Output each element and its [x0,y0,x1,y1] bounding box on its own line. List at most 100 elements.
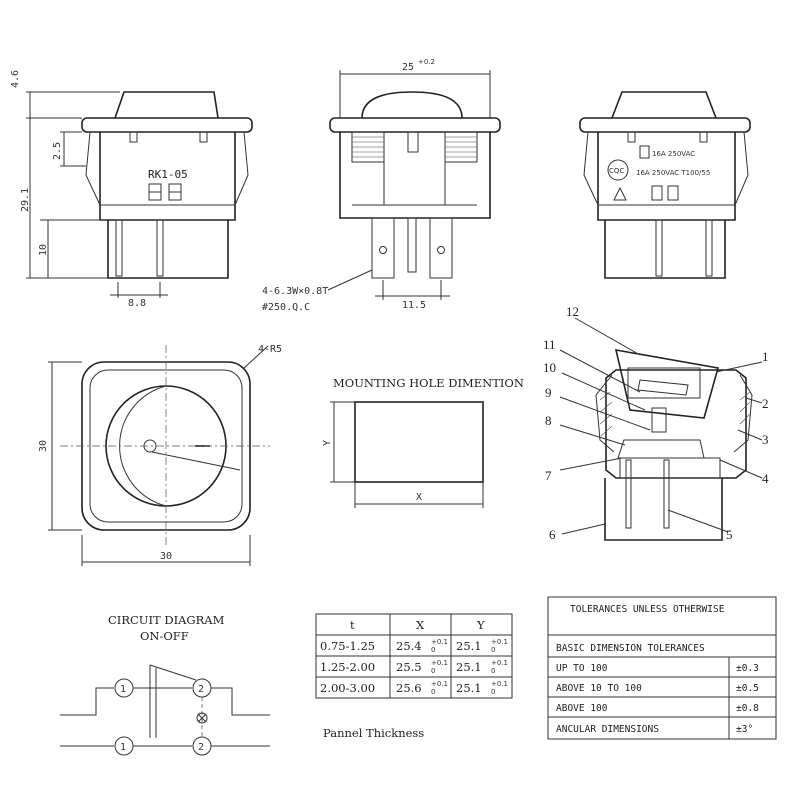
svg-text:0: 0 [491,667,495,675]
panel-row-3-t: 2.00-3.00 [320,681,375,695]
tol-row-4-value: ±3° [736,724,753,735]
end-terminal-left [371,217,395,279]
tol-row-1-label: UP TO 100 [556,663,608,674]
mount-y-label: Y [322,440,333,446]
tolerance-table: TOLERANCES UNLESS OTHERWISE BASIC DIMENS… [547,596,777,740]
svg-text:+0.1: +0.1 [431,680,448,688]
tol-row-2-value: ±0.5 [736,683,759,694]
side-rocker [114,91,219,119]
cqc-mark-icon [607,159,629,181]
circuit-title: CIRCUIT DIAGRAM [108,613,225,627]
callout-5: 5 [726,527,733,542]
dim-corner-radius: 4-R5 [258,344,282,355]
front-view: 4-R5 30 30 [38,344,282,566]
tol-row-1-value: ±0.3 [736,663,759,674]
side-base [107,220,229,279]
callout-6: 6 [549,527,556,542]
side-bezel [81,117,253,133]
mounting-rect [354,401,484,483]
section-view: 12 11 10 9 8 7 6 1 2 3 4 5 [543,304,769,542]
svg-text:1: 1 [120,742,126,753]
mounting-hole: MOUNTING HOLE DIMENTION Y X [322,376,524,508]
callout-1: 1 [762,349,769,364]
mount-x-label: X [416,492,422,503]
panel-row-3-x: 25.6 [396,681,422,695]
callout-4: 4 [762,471,769,486]
panel-row-1-t: 0.75-1.25 [320,639,375,653]
panel-header-t: t [350,618,355,632]
svg-text:CQC: CQC [609,167,624,175]
panel-row-3-y: 25.1 [456,681,482,695]
side-housing [99,132,236,221]
dim-front-height: 30 [38,440,49,452]
dim-top-height: 4.6 [10,70,21,88]
cert-rocker [611,91,717,119]
end-terminal-right [429,217,453,279]
dim-upper-height: 2.5 [52,142,63,160]
section-rocker [614,349,720,419]
svg-text:+0.2: +0.2 [418,58,435,66]
tolerance-title: TOLERANCES UNLESS OTHERWISE [570,604,725,615]
panel-table: t X Y 0.75-1.25 25.4 25.1 1.25-2.00 25.5… [315,613,513,740]
dim-pin-spacing: 8.8 [128,298,146,309]
tolerance-subtitle: BASIC DIMENSION TOLERANCES [556,643,705,654]
svg-text:0: 0 [431,667,435,675]
terminal-spec-2: #250.Q.C [262,302,310,313]
dim-pin-height: 10 [38,244,49,256]
callout-12: 12 [566,304,579,319]
callout-10: 10 [543,360,556,375]
tol-row-4-label: ANCULAR DIMENSIONS [556,724,659,735]
rating-1: 16A 250VAC [652,150,695,158]
end-rocker [361,91,463,119]
tol-row-2-label: ABOVE 10 TO 100 [556,683,642,694]
callout-11: 11 [543,337,556,352]
svg-text:0: 0 [431,646,435,654]
svg-text:+0.1: +0.1 [431,638,448,646]
tol-row-3-label: ABOVE 100 [556,703,608,714]
panel-header-y: Y [476,618,485,632]
panel-row-2-y: 25.1 [456,660,482,674]
lamp-icon [196,712,208,724]
terminal-spec-1: 4-6.3W×0.8T [262,286,328,297]
dim-total-height: 29.1 [20,188,31,212]
svg-text:0: 0 [431,688,435,696]
dim-front-width: 30 [160,551,172,562]
svg-text:+0.1: +0.1 [491,680,508,688]
svg-text:+0.1: +0.1 [491,659,508,667]
panel-header-x: X [416,618,425,632]
panel-row-2-x: 25.5 [396,660,422,674]
panel-row-1-y: 25.1 [456,639,482,653]
rating-2: 16A 250VAC T100/55 [636,169,710,177]
dim-width-top: 25 [402,62,414,73]
callout-7: 7 [545,468,552,483]
callout-2: 2 [762,396,769,411]
svg-text:+0.1: +0.1 [491,638,508,646]
end-view: 25 +0.2 11.5 4-6.3W×0.8T #250.Q.C [262,58,501,313]
svg-text:0: 0 [491,688,495,696]
circuit-diagram: CIRCUIT DIAGRAM ON-OFF 1 2 1 2 [60,613,270,756]
model-label: RK1-05 [148,168,188,181]
panel-row-1-x: 25.4 [396,639,422,653]
svg-text:0: 0 [491,646,495,654]
callout-8: 8 [545,413,552,428]
tol-row-3-value: ±0.8 [736,703,759,714]
triangle-mark-icon [613,186,627,201]
callout-3: 3 [762,432,769,447]
panel-row-2-t: 1.25-2.00 [320,660,375,674]
side-view: RK1-05 4.6 2.5 29.1 10 8.8 [10,70,253,309]
side-view-cert: CQC 16A 250VAC 16A 250VAC T100/55 [579,91,751,279]
mounting-title: MOUNTING HOLE DIMENTION [333,376,524,390]
svg-text:2: 2 [198,684,204,695]
panel-thickness-caption: Pannel Thickness [323,726,424,740]
ke-mark-icon [639,145,650,159]
svg-text:2: 2 [198,742,204,753]
side-pin-1 [115,219,123,277]
svg-text:+0.1: +0.1 [431,659,448,667]
dim-pin-pitch: 11.5 [402,300,426,311]
circuit-subtitle: ON-OFF [140,629,189,643]
svg-text:1: 1 [120,684,126,695]
callout-9: 9 [545,385,552,400]
end-bezel [329,117,501,133]
side-pin-2 [156,219,164,277]
